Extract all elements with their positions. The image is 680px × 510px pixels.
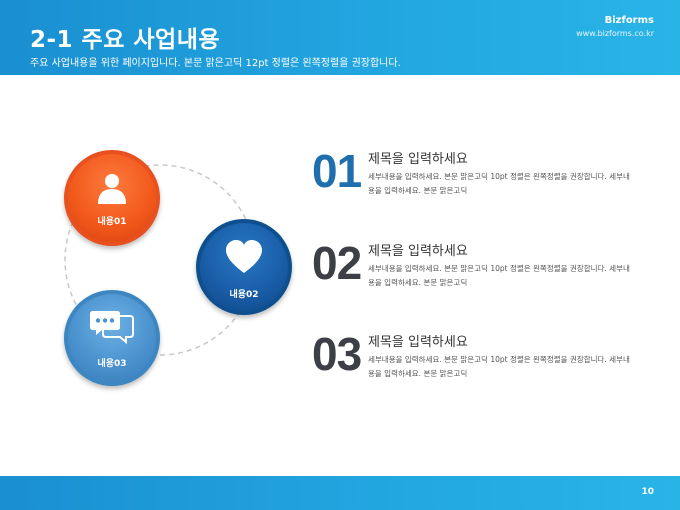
brand-name: Bizforms <box>604 15 654 26</box>
person-icon <box>98 174 126 204</box>
bubble-label: 내용01 <box>97 217 127 227</box>
bubble-content-01: 내용01 <box>64 150 160 246</box>
list-item: 01 제목을 입력하세요 세부내용을 입력하세요. 본문 맑은고딕 10pt 정… <box>312 145 642 216</box>
chat-bubbles-icon <box>90 311 134 344</box>
brand-url: www.bizforms.co.kr <box>576 29 654 38</box>
item-number: 03 <box>312 328 362 380</box>
page-number: 10 <box>641 487 654 497</box>
page-title: 2-1 주요 사업내용 <box>30 27 221 53</box>
item-description: 세부내용을 입력하세요. 본문 맑은고딕 10pt 정렬은 왼쪽정렬을 권장합니… <box>368 355 630 378</box>
item-number: 01 <box>312 145 362 197</box>
bubble-label: 내용02 <box>229 290 259 300</box>
heart-icon <box>226 240 262 273</box>
item-title: 제목을 입력하세요 <box>368 244 468 259</box>
item-number: 02 <box>312 237 362 289</box>
page-subtitle: 주요 사업내용을 위한 페이지입니다. 본문 맑은고딕 12pt 정렬은 왼쪽정… <box>30 58 401 69</box>
circle-diagram: 내용01 내용02 내용03 <box>0 0 300 476</box>
bubble-content-02: 내용02 <box>196 219 292 315</box>
footer-band: 10 <box>0 476 680 510</box>
bubble-label: 내용03 <box>97 359 127 369</box>
header-band: 2-1 주요 사업내용 주요 사업내용을 위한 페이지입니다. 본문 맑은고딕 … <box>0 0 680 75</box>
item-description: 세부내용을 입력하세요. 본문 맑은고딕 10pt 정렬은 왼쪽정렬을 권장합니… <box>368 172 630 195</box>
list-item: 02 제목을 입력하세요 세부내용을 입력하세요. 본문 맑은고딕 10pt 정… <box>312 237 642 308</box>
item-title: 제목을 입력하세요 <box>368 335 468 350</box>
item-title: 제목을 입력하세요 <box>368 152 468 167</box>
item-description: 세부내용을 입력하세요. 본문 맑은고딕 10pt 정렬은 왼쪽정렬을 권장합니… <box>368 264 630 287</box>
list-item: 03 제목을 입력하세요 세부내용을 입력하세요. 본문 맑은고딕 10pt 정… <box>312 328 642 399</box>
bubble-content-03: 내용03 <box>64 290 160 386</box>
